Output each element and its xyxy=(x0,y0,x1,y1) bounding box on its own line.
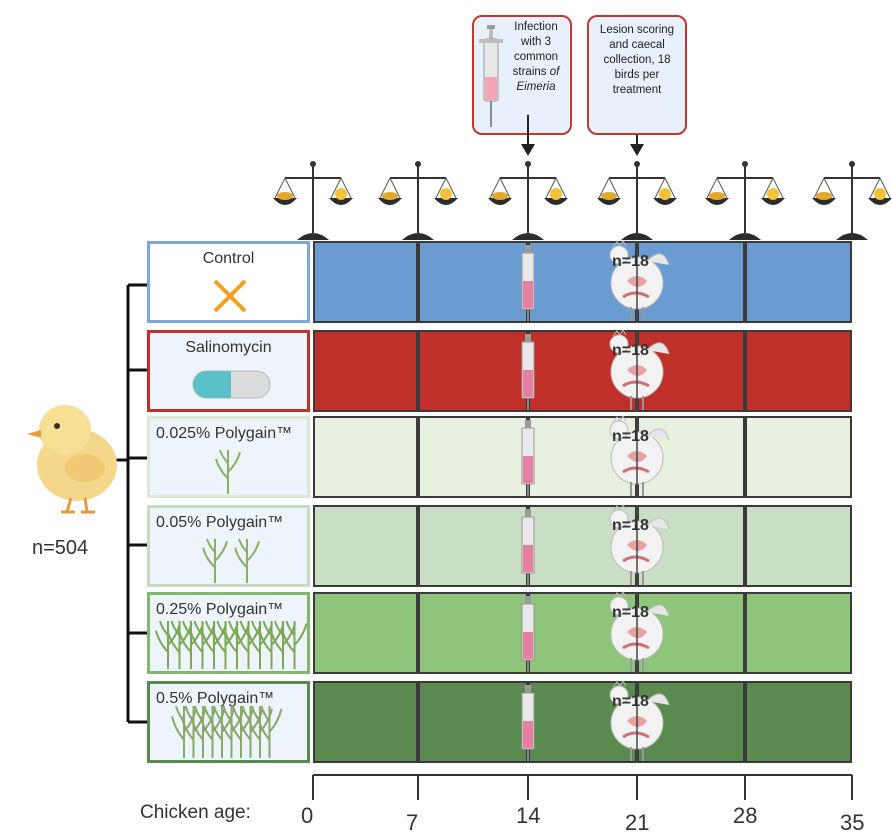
axis-tick-label: 14 xyxy=(516,803,541,828)
timeline-cell xyxy=(313,681,418,763)
syringe-icon xyxy=(521,685,535,761)
total-n-label: n=504 xyxy=(32,537,89,559)
scale-icon xyxy=(378,161,458,240)
timeline-cell xyxy=(745,241,852,323)
chicken-icon xyxy=(609,240,670,323)
timeline-cell xyxy=(418,681,528,763)
timeline-cell xyxy=(418,505,528,587)
lesion-line-2: and caecal xyxy=(609,39,665,51)
chick-icon xyxy=(27,405,117,514)
timeline-cell xyxy=(745,416,852,498)
syringe-icon xyxy=(521,245,535,321)
chicken-icon xyxy=(609,680,670,763)
lesion-line-4: birds per xyxy=(614,69,660,81)
infection-arrowhead xyxy=(521,144,535,156)
lesion-callout: Lesion scoring and caecal collection, 18… xyxy=(587,15,687,135)
timeline-cell xyxy=(637,241,745,323)
chicken-icon xyxy=(609,329,670,412)
timeline-cell xyxy=(745,505,852,587)
n-birds-label: n=18 xyxy=(612,428,649,445)
timeline-cell xyxy=(745,592,852,674)
lesion-line-5: treatment xyxy=(612,84,662,96)
treatment-label: 0.5% Polygain™ xyxy=(156,690,275,707)
lesion-line-1: Lesion scoring xyxy=(599,24,675,36)
grass-icon xyxy=(247,705,273,758)
cross-icon xyxy=(213,279,247,313)
axis-tick-label: 0 xyxy=(301,803,314,828)
treatment-label: 0.25% Polygain™ xyxy=(156,601,284,618)
scale-icon xyxy=(273,161,353,240)
grass-icon xyxy=(256,705,283,758)
axis-tick-label: 28 xyxy=(733,803,758,828)
axis-title: Chicken age: xyxy=(140,802,251,823)
scale-icon xyxy=(488,161,568,240)
n-birds-label: n=18 xyxy=(612,693,649,710)
infection-line-1: Infection xyxy=(514,21,558,33)
syringe-icon xyxy=(521,420,535,496)
timeline-cell xyxy=(745,681,852,763)
infection-italic-of: of xyxy=(549,66,560,78)
scale-icon xyxy=(705,161,785,240)
timeline-cell xyxy=(313,505,418,587)
timeline-cell xyxy=(313,241,418,323)
chicken-icon xyxy=(609,504,670,587)
syringe-icon xyxy=(521,509,535,585)
n-birds-label: n=18 xyxy=(612,604,649,621)
grass-icon xyxy=(215,449,241,494)
infection-line-4: strains xyxy=(512,66,550,78)
infection-line-3: common xyxy=(513,51,559,63)
chicken-icon xyxy=(609,415,670,498)
syringe-icon xyxy=(521,596,535,672)
treatment-label: Salinomycin xyxy=(185,339,272,356)
treatment-label: 0.05% Polygain™ xyxy=(156,514,284,531)
lesion-arrowhead xyxy=(630,144,644,156)
grass-icon xyxy=(202,538,228,583)
treatment-label: 0.025% Polygain™ xyxy=(156,425,293,442)
grass-icon xyxy=(281,620,308,669)
infection-line-5: Eimeria xyxy=(516,81,556,93)
chicken-icon xyxy=(609,591,670,674)
capsule-icon xyxy=(192,370,271,399)
axis-tick-label: 7 xyxy=(406,810,419,835)
syringe-icon xyxy=(521,334,535,410)
axis-tick-label: 35 xyxy=(840,810,865,835)
grass-icon xyxy=(270,620,296,669)
timeline-cell xyxy=(313,592,418,674)
timeline-cell xyxy=(313,416,418,498)
n-birds-label: n=18 xyxy=(612,342,649,359)
n-birds-label: n=18 xyxy=(612,517,649,534)
infection-callout: Infection with 3 common strains of Eimer… xyxy=(472,15,572,135)
axis-tick-label: 21 xyxy=(625,810,650,835)
grass-icon xyxy=(234,538,260,583)
treatment-label-box: Control xyxy=(147,241,310,323)
scale-icon xyxy=(597,161,677,240)
treatment-label-box: 0.05% Polygain™ xyxy=(147,505,310,587)
scale-icon xyxy=(812,161,892,240)
infection-line-2: with 3 xyxy=(520,36,552,48)
n-birds-label: n=18 xyxy=(612,253,649,270)
syringe-icon xyxy=(479,25,503,127)
lesion-line-3: collection, 18 xyxy=(603,54,671,66)
timeline-cell xyxy=(745,330,852,412)
timeline-cell xyxy=(418,330,528,412)
treatment-label: Control xyxy=(202,250,255,267)
timeline-cell xyxy=(313,330,418,412)
